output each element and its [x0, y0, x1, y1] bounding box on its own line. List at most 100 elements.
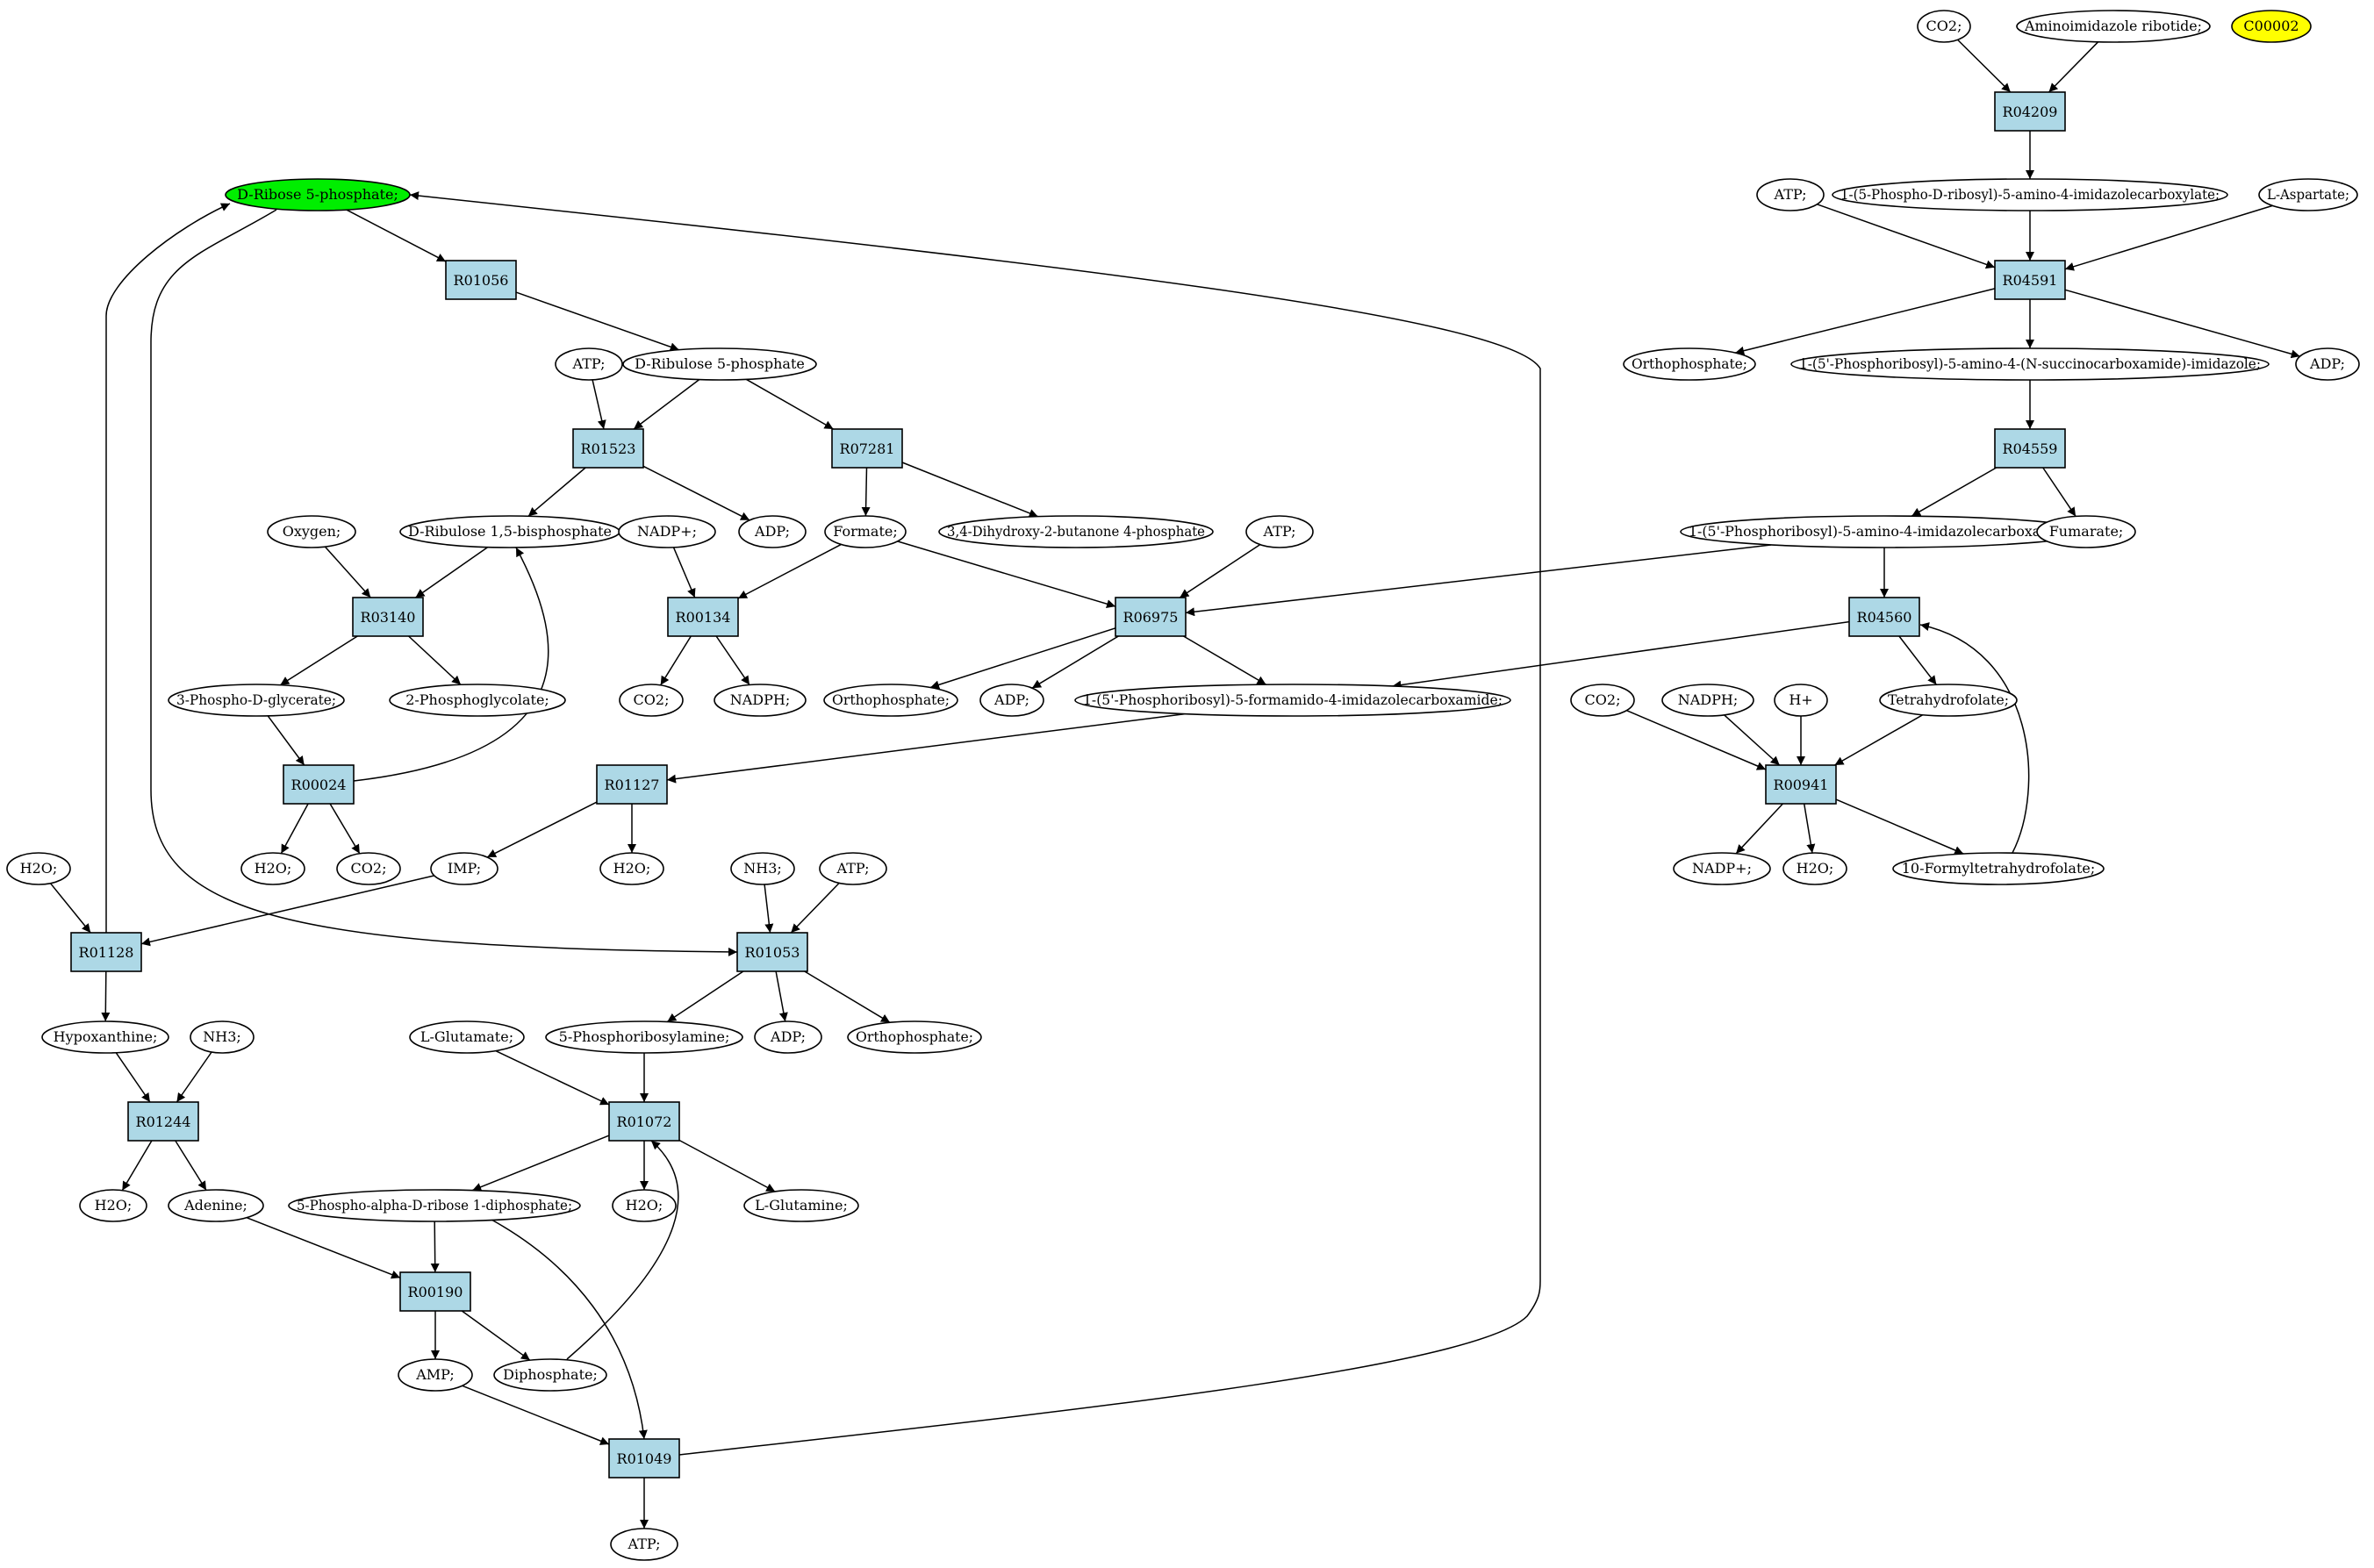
compound-ribose5p[interactable]: D-Ribose 5-phosphate; [225, 178, 411, 211]
edge-atp_b-to-R01523 [592, 379, 606, 430]
compound-co2_d[interactable]: CO2; [336, 852, 401, 885]
reaction-R03140[interactable]: R03140 [352, 597, 424, 637]
compound-shape [1661, 684, 1754, 717]
compound-phosphoglycerate3[interactable]: 3-Phospho-D-glycerate; [168, 684, 345, 717]
compound-oxygen[interactable]: Oxygen; [267, 515, 356, 548]
reaction-R01523[interactable]: R01523 [572, 428, 644, 469]
reaction-R00190[interactable]: R00190 [399, 1271, 471, 1312]
compound-label: ADP; [993, 691, 1029, 708]
compound-adp_c[interactable]: ADP; [979, 684, 1044, 717]
compound-h_plus[interactable]: H+ [1774, 684, 1828, 717]
compound-prpp[interactable]: 5-Phospho-alpha-D-ribose 1-diphosphate; [288, 1189, 581, 1222]
compound-h2o_d[interactable]: H2O; [1782, 852, 1847, 885]
compound-atp_b[interactable]: ATP; [555, 347, 623, 381]
reaction-R01053[interactable]: R01053 [736, 932, 808, 972]
reaction-label: R00024 [291, 777, 347, 793]
compound-adp_d[interactable]: ADP; [754, 1020, 822, 1054]
compound-label: CO2; [1585, 691, 1621, 708]
compound-nh3_a[interactable]: NH3; [730, 852, 795, 885]
compound-faicar[interactable]: 1-(5'-Phosphoribosyl)-5-formamido-4-imid… [1074, 684, 1511, 717]
compound-formate[interactable]: Formate; [824, 515, 907, 548]
compound-hypoxanthine[interactable]: Hypoxanthine; [41, 1020, 169, 1054]
compound-fumarate[interactable]: Fumarate; [2036, 515, 2136, 548]
reaction-R00024[interactable]: R00024 [283, 764, 355, 805]
compound-shape [545, 1020, 743, 1054]
compound-ribulose15bp[interactable]: D-Ribulose 1,5-bisphosphate [399, 515, 620, 548]
reaction-R01128[interactable]: R01128 [70, 932, 142, 972]
compound-shape [225, 178, 411, 211]
compound-shape [1879, 684, 2018, 717]
compound-aicar[interactable]: 1-(5'-Phosphoribosyl)-5-amino-4-imidazol… [1680, 515, 2089, 548]
compound-amp[interactable]: AMP; [398, 1358, 473, 1392]
reaction-R01127[interactable]: R01127 [596, 764, 668, 805]
compound-label: 10-Formyltetrahydrofolate; [1902, 860, 2095, 877]
compound-formyl_thf[interactable]: 10-Formyltetrahydrofolate; [1892, 852, 2105, 885]
compound-atp_a[interactable]: ATP; [1756, 178, 1825, 211]
reaction-R04559[interactable]: R04559 [1994, 428, 2066, 469]
reaction-R01056[interactable]: R01056 [445, 260, 517, 300]
reaction-R04209[interactable]: R04209 [1994, 91, 2066, 132]
compound-shape [2231, 10, 2312, 43]
compound-nh3_b[interactable]: NH3; [190, 1020, 255, 1054]
compound-c00002[interactable]: C00002 [2231, 10, 2312, 43]
reaction-R04591[interactable]: R04591 [1994, 260, 2066, 300]
reaction-R07281[interactable]: R07281 [831, 428, 903, 469]
reaction-R01049[interactable]: R01049 [608, 1438, 680, 1479]
edge-R01053-to-adp_d [775, 970, 788, 1022]
compound-atp_e[interactable]: ATP; [610, 1528, 678, 1561]
edge-hypoxanthine-to-R01244 [115, 1052, 151, 1103]
compound-atp_d[interactable]: ATP; [819, 852, 887, 885]
compound-label: NADP+; [637, 523, 697, 540]
compound-adp_b[interactable]: ADP; [738, 515, 807, 548]
edge-prpp-to-R01049 [491, 1219, 648, 1440]
reaction-label: R01053 [745, 944, 800, 961]
compound-nadp_b[interactable]: NADP+; [1673, 852, 1771, 885]
compound-atp_c[interactable]: ATP; [1245, 515, 1314, 548]
reaction-R06975[interactable]: R06975 [1115, 597, 1187, 637]
compound-label: H2O; [1797, 860, 1834, 877]
reaction-R04560[interactable]: R04560 [1848, 597, 1920, 637]
reaction-label: R01056 [454, 272, 509, 289]
compound-phosphoribosylamine[interactable]: 5-Phosphoribosylamine; [545, 1020, 743, 1054]
compound-aminoimidazole_ribotide[interactable]: Aminoimidazole ribotide; [2016, 10, 2211, 43]
compound-label: H2O; [20, 860, 58, 877]
compound-phospho_ribosyl_carboxylate[interactable]: 1-(5-Phospho-D-ribosyl)-5-amino-4-imidaz… [1832, 178, 2228, 211]
compound-nadph_b[interactable]: NADPH; [1661, 684, 1754, 717]
compound-shape [1832, 178, 2228, 211]
compound-imp[interactable]: IMP; [430, 852, 498, 885]
compound-co2_a[interactable]: CO2; [1917, 10, 1971, 43]
compound-nadph_a[interactable]: NADPH; [714, 684, 807, 717]
reaction-R01244[interactable]: R01244 [127, 1101, 199, 1142]
compound-label: Orthophosphate; [832, 691, 950, 708]
compound-h2o_b[interactable]: H2O; [240, 852, 305, 885]
reaction-R00941[interactable]: R00941 [1765, 764, 1837, 805]
compound-orthophosphate_c[interactable]: Orthophosphate; [847, 1020, 982, 1054]
compound-diphosphate[interactable]: Diphosphate; [493, 1358, 607, 1392]
compound-h2o_a[interactable]: H2O; [6, 852, 71, 885]
reaction-R00134[interactable]: R00134 [667, 597, 739, 637]
compound-l_glutamine[interactable]: L-Glutamine; [743, 1189, 859, 1222]
compound-nadp_a[interactable]: NADP+; [618, 515, 716, 548]
reaction-R01072[interactable]: R01072 [608, 1101, 680, 1142]
compound-shape [190, 1020, 255, 1054]
compound-co2_b[interactable]: CO2; [619, 684, 684, 717]
compound-orthophosphate_a[interactable]: Orthophosphate; [1623, 347, 1756, 381]
reaction-box [352, 597, 424, 637]
compound-tetrahydrofolate[interactable]: Tetrahydrofolate; [1879, 684, 2018, 717]
compound-adenine[interactable]: Adenine; [168, 1189, 264, 1222]
compound-ribulose5p[interactable]: D-Ribulose 5-phosphate [622, 347, 817, 381]
compound-saicar[interactable]: 1-(5'-Phosphoribosyl)-5-amino-4-(N-succi… [1790, 347, 2270, 381]
compound-label: ATP; [1774, 186, 1807, 203]
compound-butanone4p[interactable]: 3,4-Dihydroxy-2-butanone 4-phosphate [938, 515, 1214, 548]
compound-adp_a[interactable]: ADP; [2295, 347, 2360, 381]
compound-h2o_e[interactable]: H2O; [79, 1189, 147, 1222]
compound-l_glutamate[interactable]: L-Glutamate; [409, 1020, 525, 1054]
compound-h2o_c[interactable]: H2O; [599, 852, 664, 885]
compound-co2_c[interactable]: CO2; [1570, 684, 1635, 717]
compound-l_aspartate[interactable]: L-Aspartate; [2258, 178, 2358, 211]
compound-h2o_f[interactable]: H2O; [612, 1189, 677, 1222]
edge-R01128-to-hypoxanthine [101, 970, 111, 1022]
compound-orthophosphate_b[interactable]: Orthophosphate; [823, 684, 958, 717]
edge-ribulose5p-to-R01523 [633, 379, 700, 430]
compound-phosphoglycolate2[interactable]: 2-Phosphoglycolate; [389, 684, 566, 717]
